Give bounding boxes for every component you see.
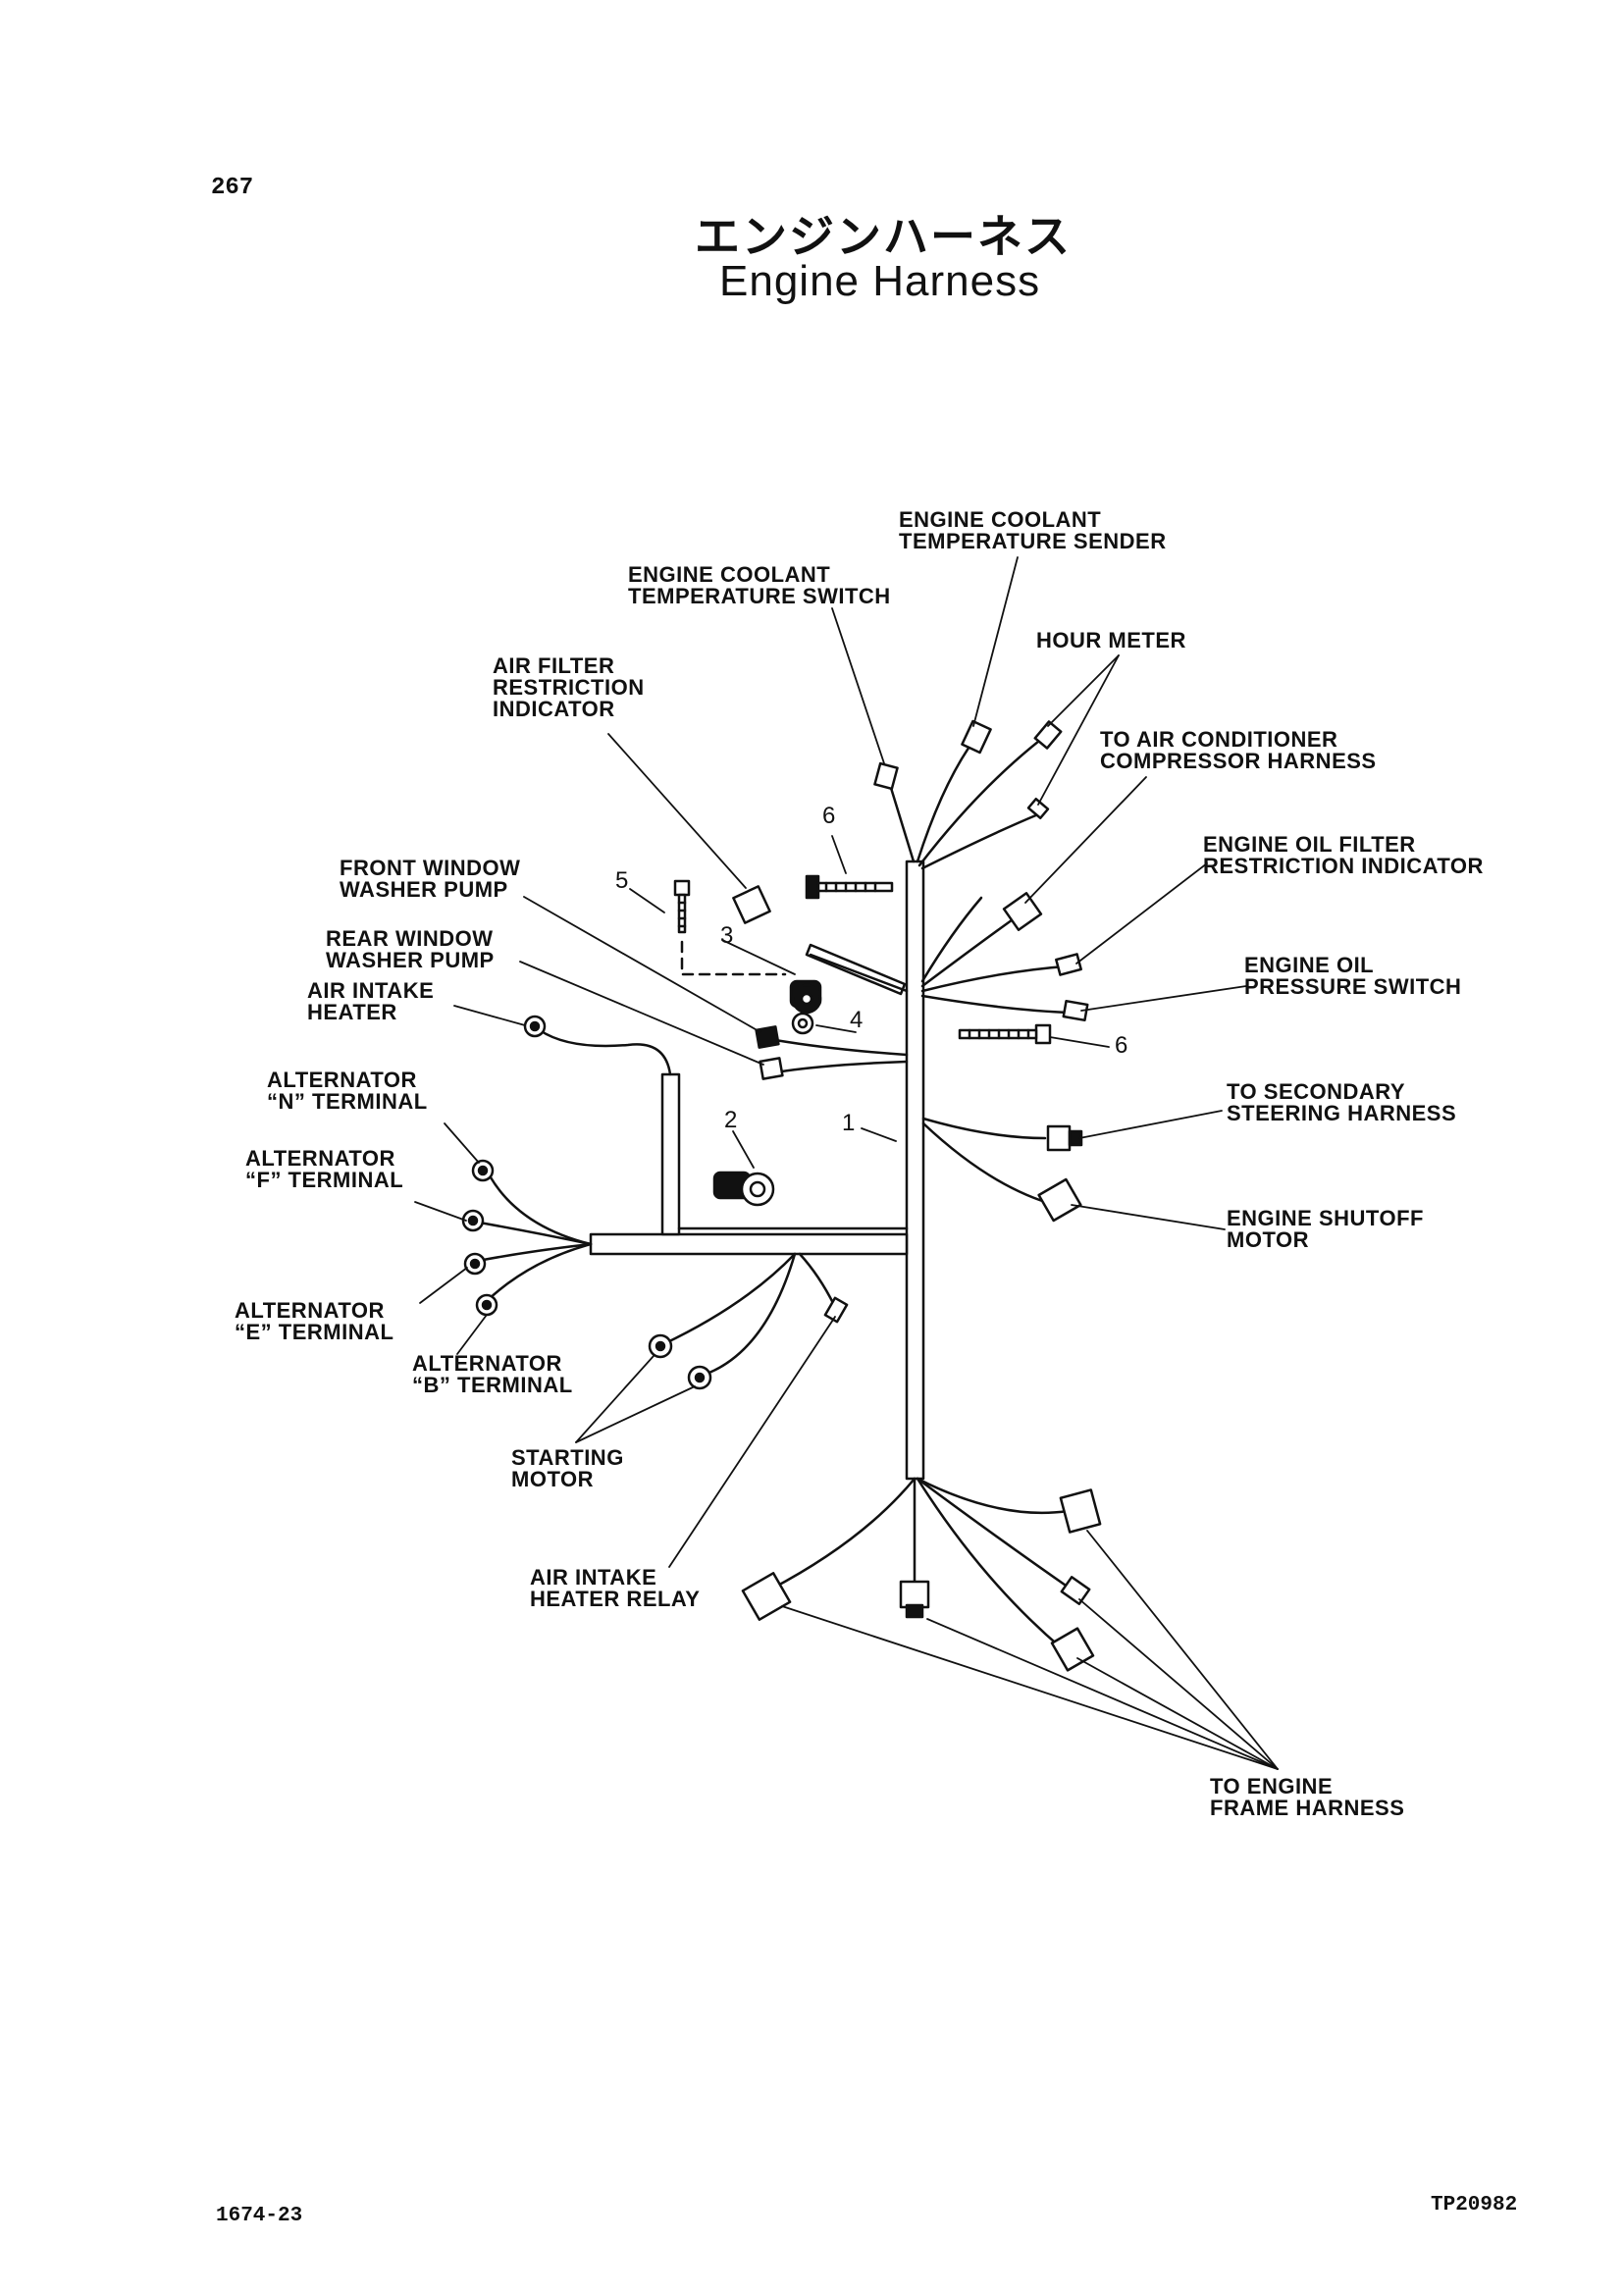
label-hour-meter: HOUR METER [1036, 628, 1186, 652]
alternator-branch [589, 1232, 909, 1256]
wire-shutoff [921, 1121, 1057, 1207]
connector-ac [1002, 892, 1043, 931]
wire-oil-filter [920, 965, 1067, 993]
connector-coolant-sender [961, 719, 992, 755]
label-alternator-n-terminal: ALTERNATOR“N” TERMINAL [267, 1068, 428, 1114]
connector-air-filter [732, 885, 771, 924]
connector-frame-3 [1050, 1627, 1095, 1672]
connector-coolant-switch [873, 761, 899, 791]
wire-rear-washer [773, 1038, 909, 1057]
connector-rear-washer [759, 1057, 784, 1080]
clamp-item-2 [712, 1171, 775, 1207]
nut-item-4 [791, 1012, 814, 1035]
connector-oil-filter [1055, 953, 1082, 976]
wire-front-washer [809, 953, 909, 993]
label-alternator-b-terminal: ALTERNATOR“B” TERMINAL [412, 1351, 573, 1397]
connector-hour-meter-1 [1033, 720, 1063, 750]
callout-6-right: 6 [1115, 1032, 1128, 1059]
connector-frame-4 [899, 1580, 930, 1609]
label-alternator-e-terminal: ALTERNATOR“E” TERMINAL [235, 1298, 394, 1344]
label-alternator-f-terminal: ALTERNATOR“F” TERMINAL [245, 1146, 404, 1192]
title-japanese: エンジンハーネス [695, 210, 1072, 263]
wire-air-intake-heater [538, 1028, 672, 1076]
connector-shutoff [1037, 1177, 1082, 1223]
heater-stub [660, 1072, 681, 1236]
connector-front-washer [755, 1025, 780, 1049]
connector-oil-pressure [1062, 999, 1089, 1022]
clamp-item-3 [789, 979, 822, 1015]
dashed-leader-5 [680, 940, 787, 976]
page-number: 267 [211, 175, 254, 201]
connector-frame-1 [1059, 1488, 1102, 1534]
wire-coolant-sender [916, 739, 975, 863]
footer-document-code: 1674-23 [216, 2205, 303, 2227]
callout-5: 5 [615, 867, 629, 894]
callout-4: 4 [850, 1007, 864, 1033]
connector-secondary-steering [1046, 1124, 1072, 1152]
wire-secondary-steering [921, 1117, 1047, 1140]
callout-3: 3 [720, 922, 734, 949]
bolt-item-5 [673, 879, 691, 934]
footer-figure-code: TP20982 [1431, 2194, 1518, 2216]
connector-heater-relay-small [823, 1296, 849, 1324]
title-english: Engine Harness [719, 257, 1041, 305]
callout-2: 2 [724, 1107, 738, 1133]
main-trunk [905, 860, 925, 1481]
cable-tie-6b [958, 1023, 1052, 1045]
connector-frame-2 [1060, 1576, 1091, 1605]
wire-ac [920, 915, 1018, 988]
connector-frame-5 [741, 1572, 792, 1621]
cable-tie-6a [805, 874, 894, 900]
callout-1: 1 [842, 1110, 856, 1136]
callout-6-top: 6 [822, 803, 836, 829]
wire-oil-pressure [920, 994, 1074, 1015]
wire-hour-meter [917, 732, 1050, 867]
